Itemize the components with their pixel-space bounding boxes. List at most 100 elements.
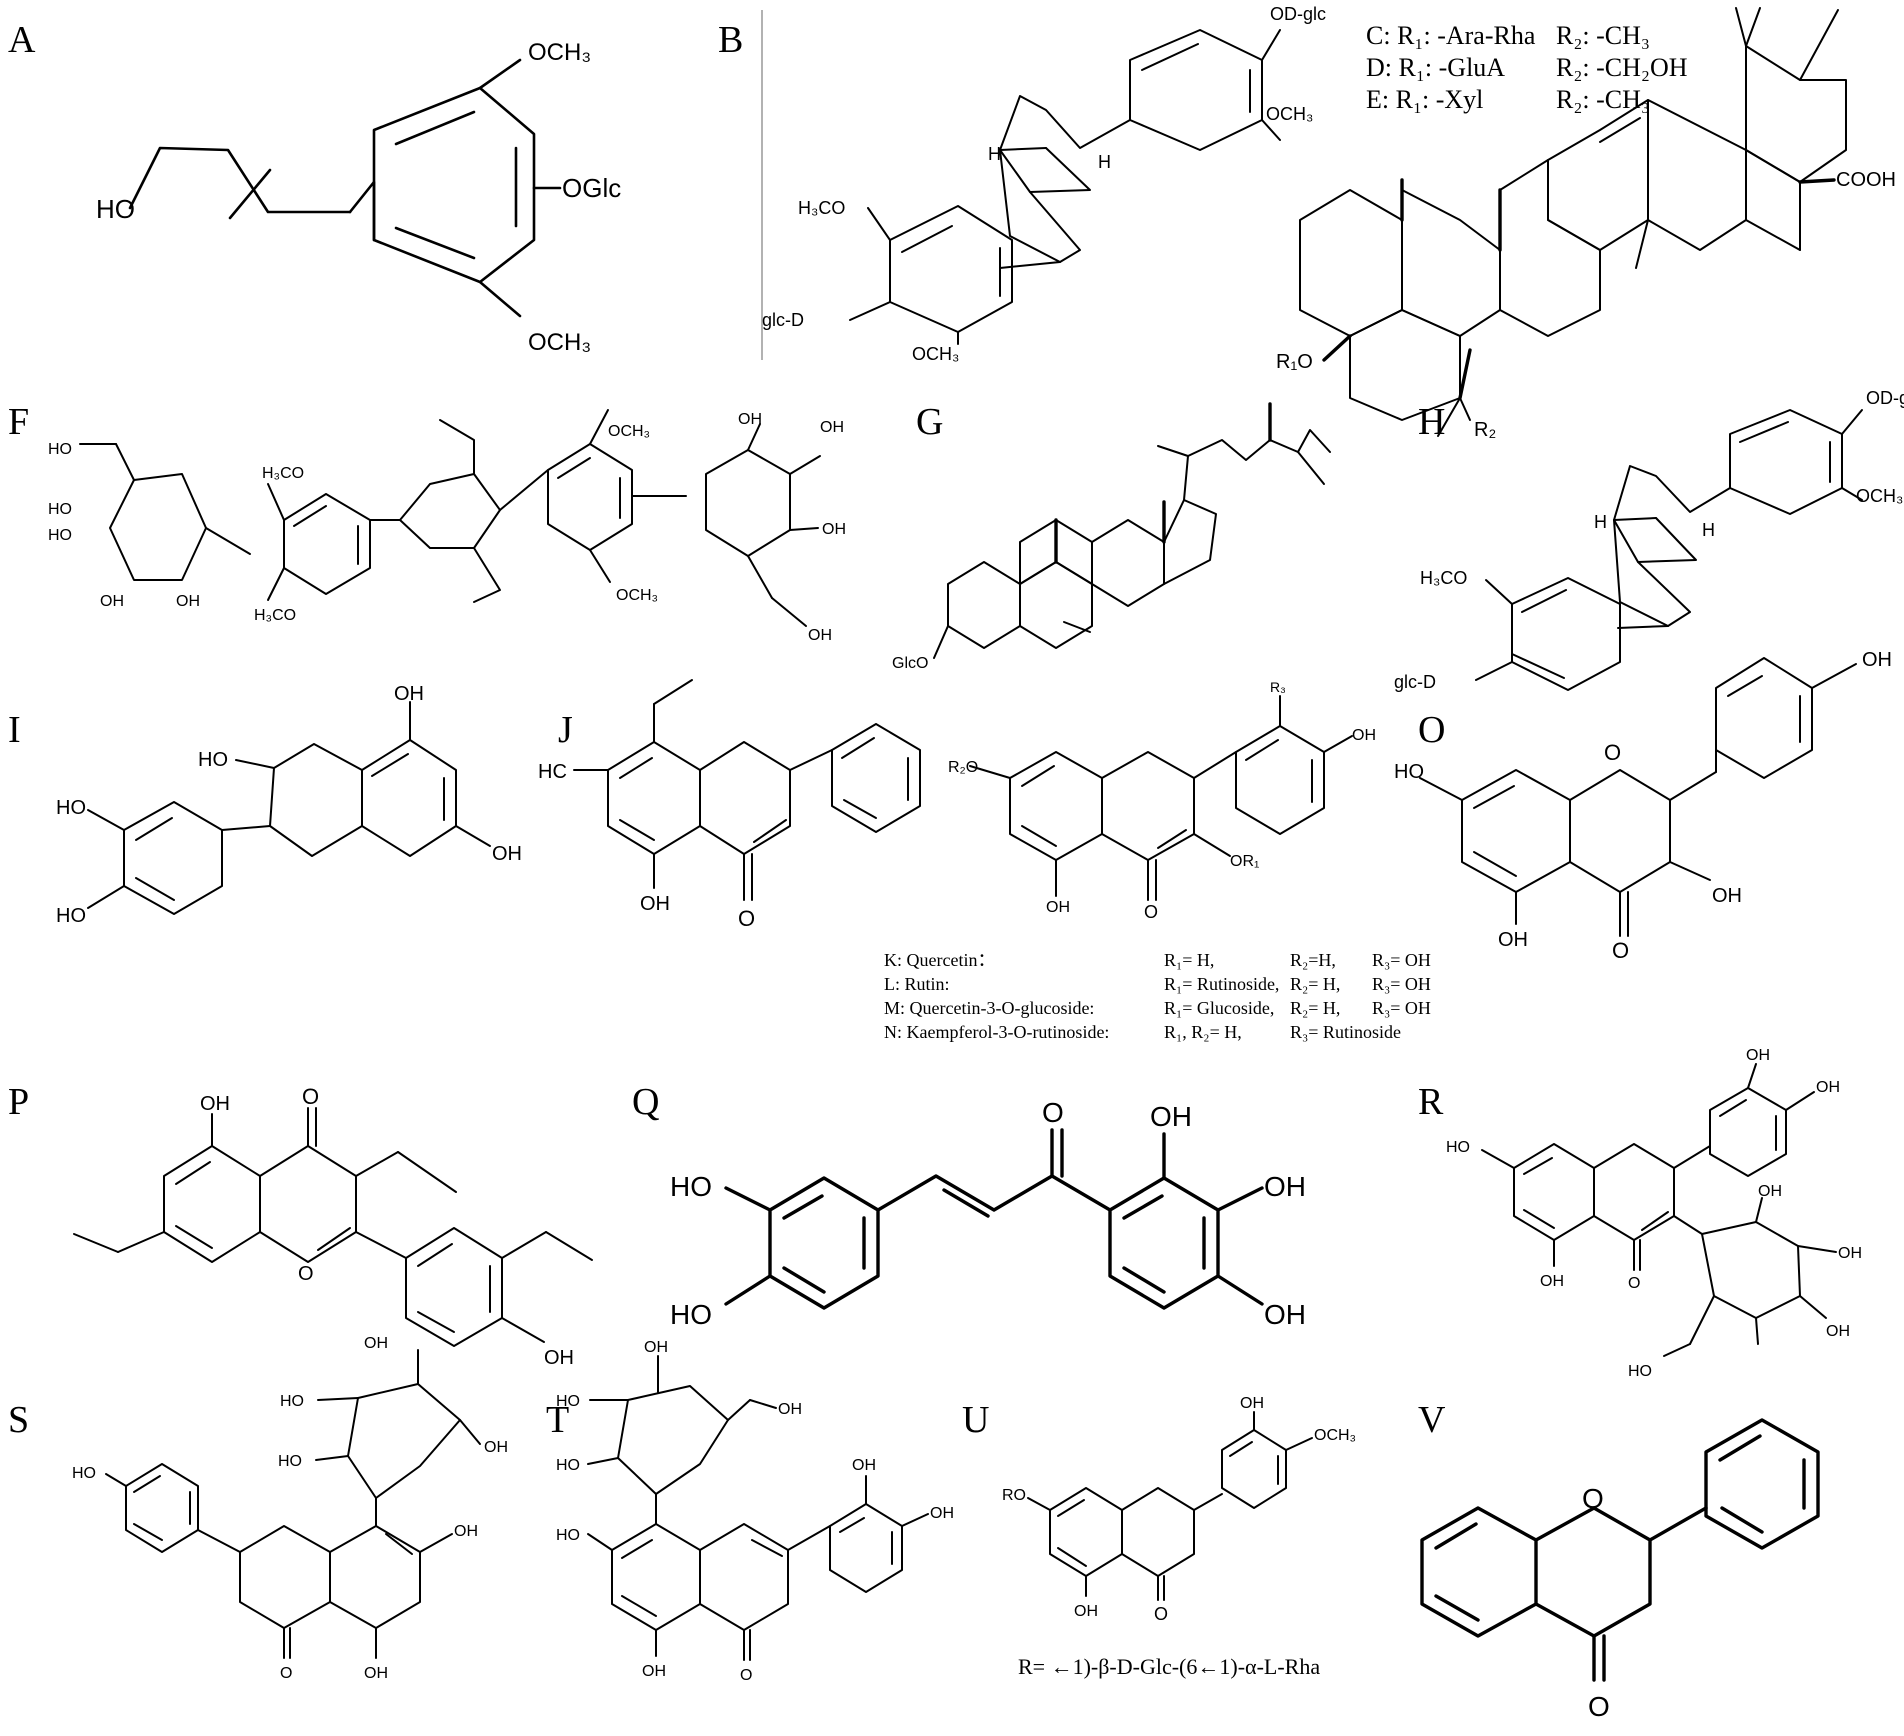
legend-m-r1: R₁= Glucoside, — [1164, 998, 1274, 1018]
label-f-ho-1: HO — [48, 441, 72, 458]
panel-s: S OH HO OH HO OH HO OH O OH — [8, 1335, 508, 1682]
legend-e-r2: R₂: -CH₃ — [1556, 85, 1650, 114]
label-p-o: O — [302, 1084, 319, 1109]
label-h-h-left: H — [1594, 512, 1607, 532]
legend-m-r3: R₃= OH — [1372, 998, 1431, 1018]
panel-label-b: B — [718, 19, 743, 61]
label-b-h-right: H — [1098, 152, 1111, 172]
legend-m-name: M: Quercetin-3-O-glucoside: — [884, 998, 1094, 1018]
panel-label-g: G — [916, 401, 943, 443]
label-cde-cooh: COOH — [1836, 169, 1896, 191]
panel-t: T OH HO OH HO OH OH OH HO OH O — [546, 1339, 954, 1684]
label-u-oh-bottom: OH — [1074, 1603, 1098, 1620]
label-v-ring-o: O — [1582, 1483, 1604, 1514]
label-p-oh-bottom: OH — [544, 1347, 574, 1369]
label-f-oh-3: OH — [738, 411, 762, 428]
panel-u: U OH OCH₃ RO OH O R= ←1)-β-D-Glc-(6←1)-α… — [962, 1395, 1356, 1679]
panel-label-u: U — [962, 1399, 989, 1441]
label-o-oh-top: OH — [1862, 649, 1892, 671]
label-r-oh-2: OH — [1816, 1079, 1840, 1096]
label-q-oh-bottom: OH — [1264, 1299, 1306, 1330]
panel-a: A HO OCH₃ OGlc OCH₃ — [8, 19, 621, 356]
label-b-och3-bottom: OCH₃ — [912, 344, 959, 364]
label-f-och3-bottom: OCH₃ — [616, 587, 658, 604]
panel-label-r: R — [1418, 1081, 1444, 1123]
panel-label-t: T — [546, 1399, 569, 1441]
panel-v: V O O — [1418, 1399, 1820, 1722]
label-i-ho-lower: HO — [56, 905, 86, 927]
cde-legend: C: R₁: -Ara-Rha R₂: -CH₃ D: R₁: -GluA R₂… — [1366, 21, 1688, 114]
label-u-o: O — [1154, 1604, 1168, 1624]
panel-j: J HC OH O — [538, 679, 921, 931]
panel-r: R OH OH HO OH O OH OH OH HO — [1418, 1047, 1862, 1380]
panel-q: Q O OH HO OH HO OH — [632, 1081, 1306, 1330]
label-q-oh-top: OH — [1150, 1101, 1192, 1132]
label-t-oh-4: OH — [930, 1505, 954, 1522]
klmn-legend: K: Quercetin： R₁= H, R₂=H, R₃= OH L: Rut… — [884, 950, 1431, 1042]
label-v-carbonyl-o: O — [1588, 1691, 1610, 1722]
label-klmn-r2o: R₂O — [948, 759, 978, 776]
panel-o: O OH HO OH OH O O — [1394, 649, 1892, 963]
legend-e-r1: E: R₁: -Xyl — [1366, 85, 1483, 114]
legend-l-r2: R₂= H, — [1290, 974, 1340, 994]
label-s-ho-3: HO — [72, 1465, 96, 1482]
label-q-oh-right: OH — [1264, 1171, 1306, 1202]
label-s-oh-4: OH — [364, 1665, 388, 1682]
label-r-oh-4: OH — [1758, 1183, 1782, 1200]
label-j-oh: OH — [640, 893, 670, 915]
label-a-och3-bottom: OCH₃ — [528, 329, 591, 356]
label-klmn-oh-bottom: OH — [1046, 899, 1070, 916]
label-klmn-or1: OR₁ — [1230, 853, 1259, 870]
panel-label-h: H — [1418, 401, 1445, 443]
label-u-ro: RO — [1002, 1487, 1026, 1504]
label-f-ho-3: HO — [48, 501, 72, 518]
label-u-oh-top: OH — [1240, 1395, 1264, 1412]
legend-k-name: K: Quercetin： — [884, 950, 995, 970]
label-r-oh-3: OH — [1540, 1273, 1564, 1290]
legend-c-r1: C: R₁: -Ara-Rha — [1366, 21, 1536, 50]
label-f-oh-4: OH — [820, 419, 844, 436]
panel-label-p: P — [8, 1081, 29, 1123]
label-t-oh-2: OH — [778, 1401, 802, 1418]
label-g-glco: GlcO — [892, 655, 928, 672]
label-f-h3co-top: H₃CO — [262, 465, 304, 482]
label-q-ho-lower: HO — [670, 1299, 712, 1330]
label-s-oh-1: OH — [364, 1335, 388, 1352]
label-t-o: O — [740, 1667, 752, 1684]
label-s-oh-3: OH — [454, 1523, 478, 1540]
panel-label-i: I — [8, 709, 21, 751]
label-i-ho-ring: HO — [198, 749, 228, 771]
legend-n-r1: R₁, R₂= H, — [1164, 1022, 1242, 1042]
label-a-oglc: OGlc — [562, 173, 621, 203]
legend-k-r3: R₃= OH — [1372, 950, 1431, 970]
legend-d-r2: R₂: -CH₂OH — [1556, 53, 1688, 82]
panel-f: F HO HO HO OH OH H₃CO H₃CO OCH₃ OC — [8, 401, 846, 644]
label-s-ho-1: HO — [280, 1393, 304, 1410]
label-o-oh-right: OH — [1712, 885, 1742, 907]
label-h-glcd: glc-D — [1394, 672, 1436, 692]
label-f-oh-6: OH — [808, 627, 832, 644]
legend-l-r1: R₁= Rutinoside, — [1164, 974, 1279, 994]
panel-label-a: A — [8, 19, 36, 61]
label-t-oh-5: OH — [642, 1663, 666, 1680]
label-klmn-r3: R₃ — [1270, 679, 1286, 695]
label-o-o: O — [1612, 938, 1629, 963]
label-r-oh-5: OH — [1838, 1245, 1862, 1262]
label-h-h-right: H — [1702, 520, 1715, 540]
label-f-oh-5: OH — [822, 521, 846, 538]
label-cde-r2: R₂ — [1474, 419, 1496, 441]
label-t-oh-3: OH — [852, 1457, 876, 1474]
label-r-oh-6: OH — [1826, 1323, 1850, 1340]
panel-b: B OD-glc OCH₃ H H H₃CO glc-D OCH₃ — [718, 4, 1326, 364]
label-o-ring-o: O — [1604, 740, 1621, 765]
label-j-o: O — [738, 906, 755, 931]
u-substituent-formula: R= ←1)-β-D-Glc-(6←1)-α-L-Rha — [1018, 1654, 1320, 1679]
label-f-oh-2: OH — [176, 593, 200, 610]
legend-k-r2: R₂=H, — [1290, 950, 1336, 970]
label-h-h3co: H₃CO — [1420, 568, 1467, 588]
label-i-oh-top: OH — [394, 683, 424, 705]
label-q-o: O — [1042, 1097, 1064, 1128]
label-b-h3co: H₃CO — [798, 198, 845, 218]
label-q-ho-upper: HO — [670, 1171, 712, 1202]
